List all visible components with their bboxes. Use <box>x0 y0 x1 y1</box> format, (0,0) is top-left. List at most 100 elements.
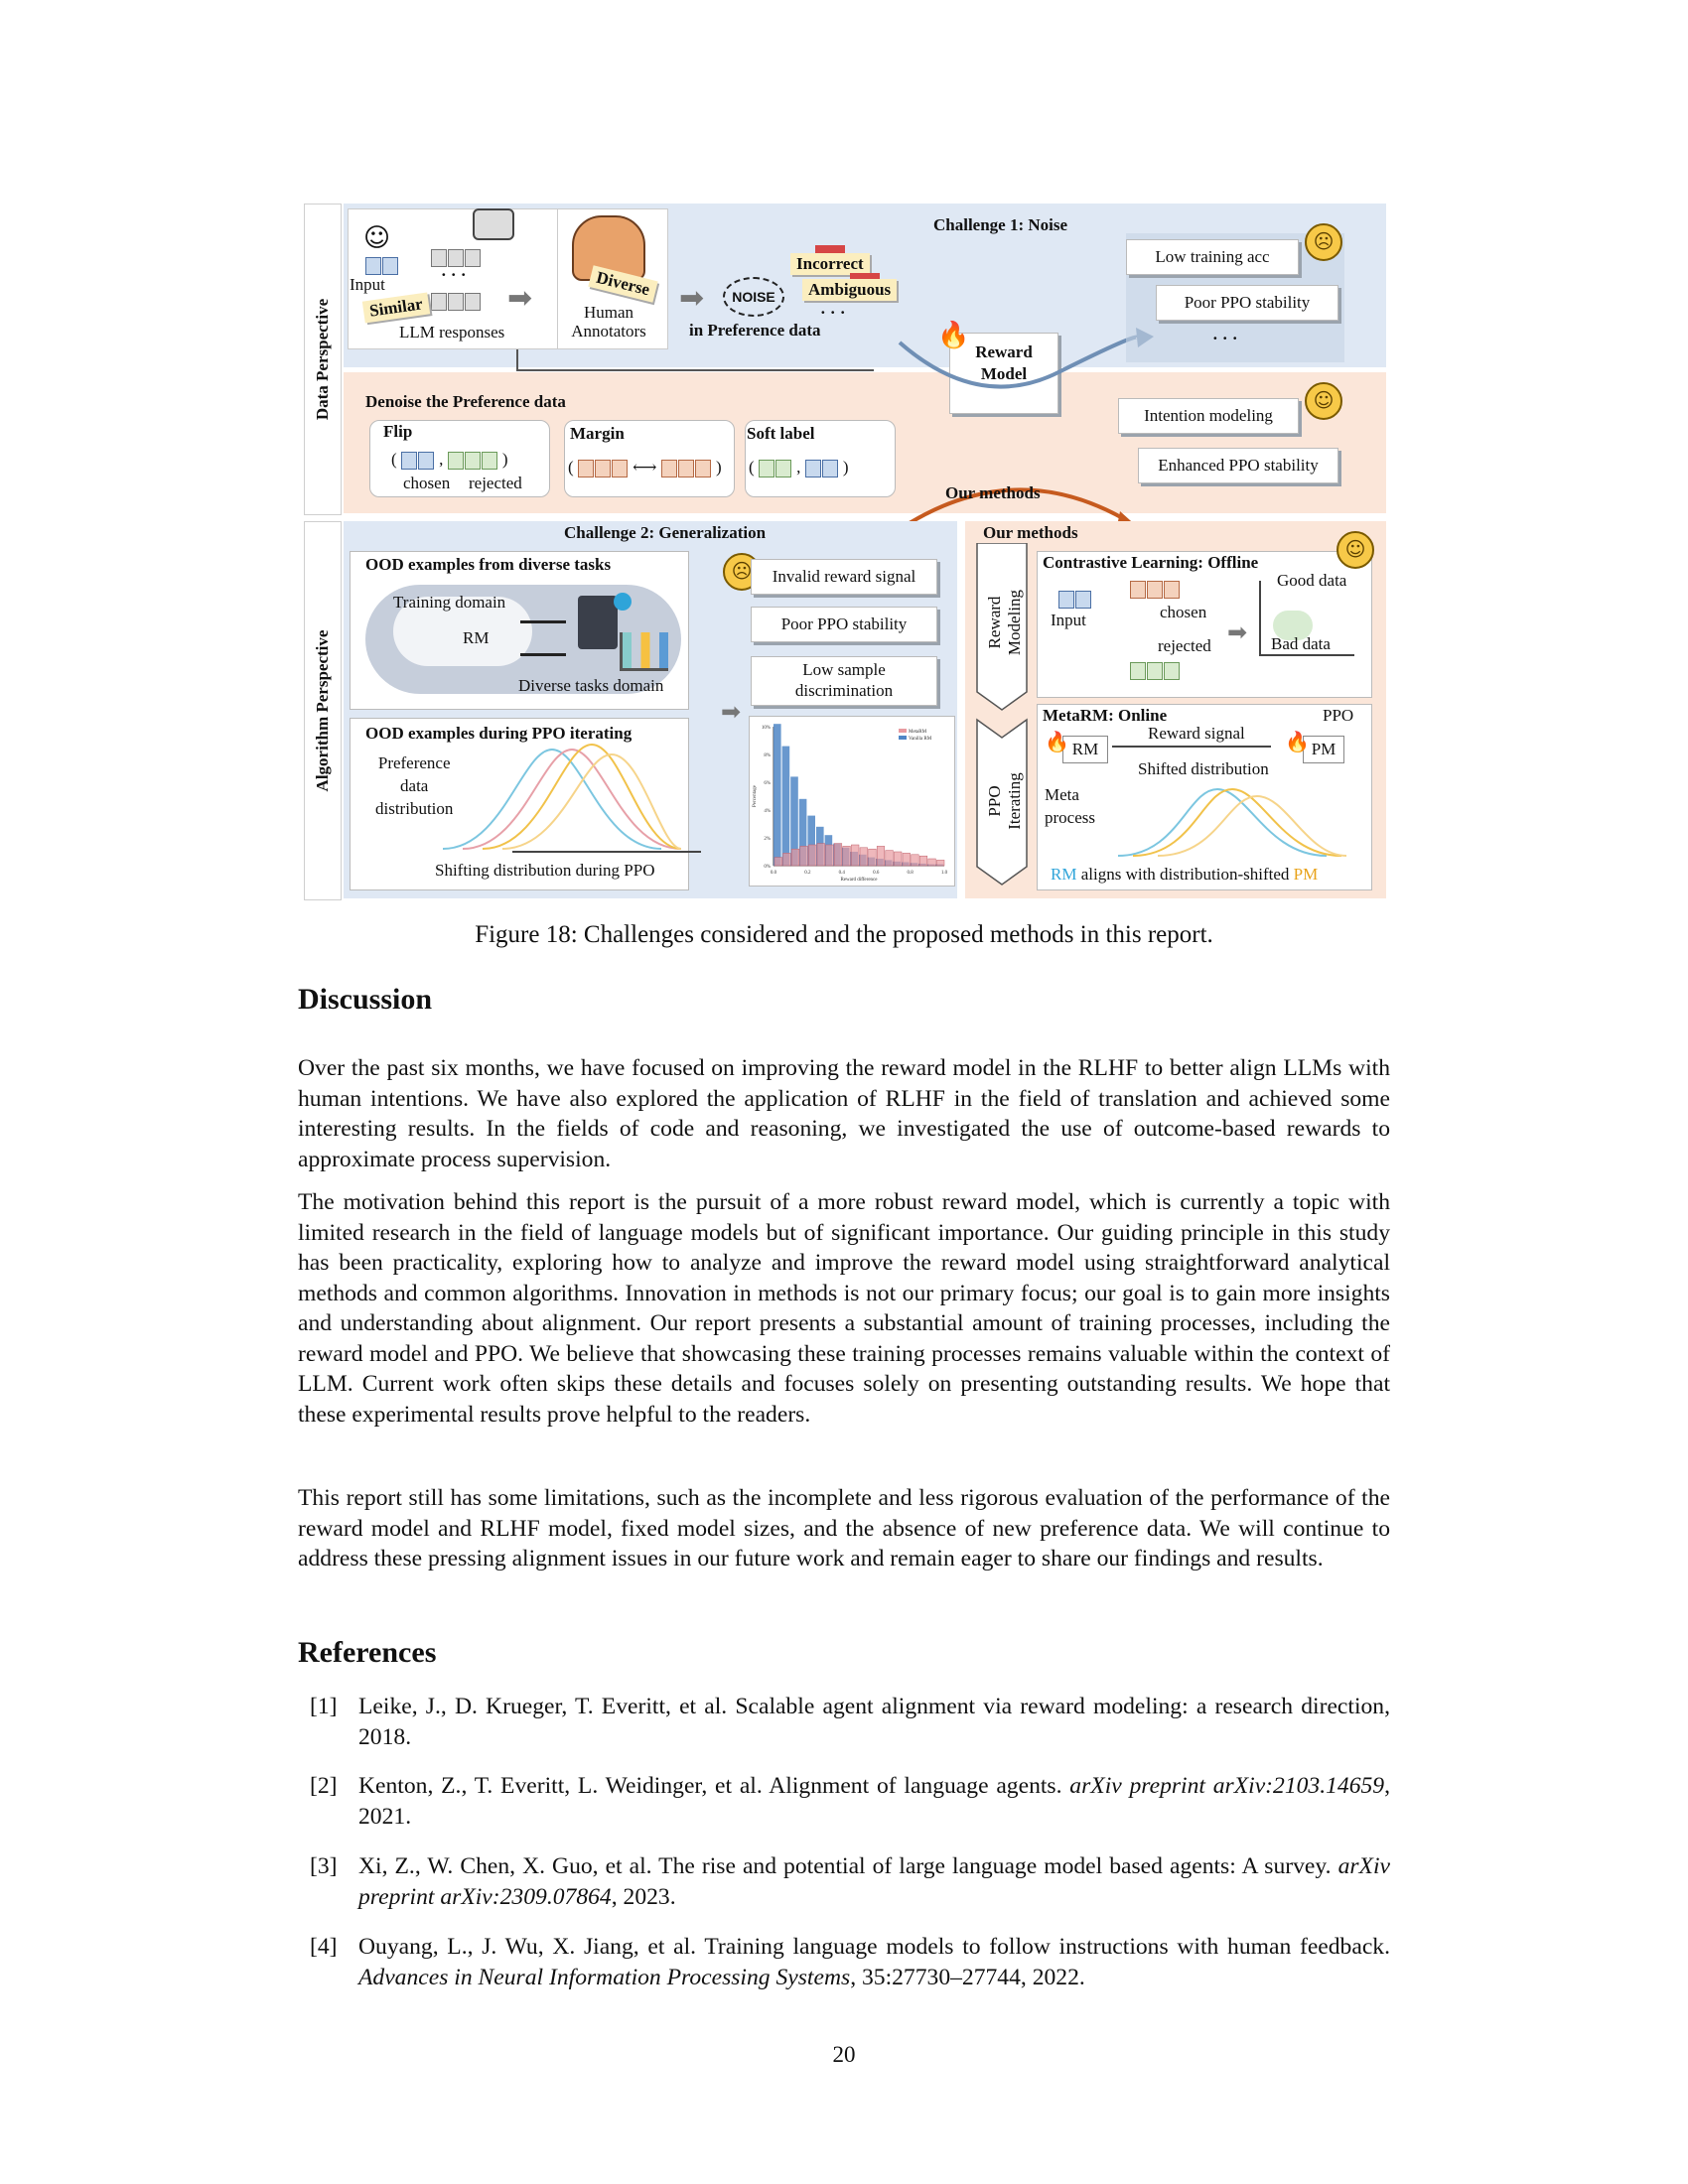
contrastive-title: Contrastive Learning: Offline <box>1043 553 1259 572</box>
hist-x-label: Reward difference <box>841 878 879 883</box>
shifted-distribution-label: Shifted distribution <box>1138 759 1269 778</box>
reward-signal-label: Reward signal <box>1148 724 1245 743</box>
denoise-connector-h <box>516 369 874 371</box>
hist-legend-label: Vanilla RM <box>909 737 932 742</box>
incorrect-bar <box>815 245 845 253</box>
rm-lines-icon <box>520 620 566 656</box>
flip-label: Flip <box>383 422 413 441</box>
data-perspective-band: Data Perspective <box>304 204 342 515</box>
arrow-right-icon: ➡ <box>679 281 705 316</box>
hist-y-tick: 2% <box>764 837 771 842</box>
input-label-2: Input <box>1051 611 1086 629</box>
reward-signal-arrow <box>1112 746 1271 748</box>
chosen-label-2: chosen <box>1160 603 1207 621</box>
meta-process-label: Meta process <box>1045 785 1095 827</box>
hist-bar <box>876 846 886 867</box>
rm-box: RM <box>1062 736 1108 763</box>
hist-bar <box>902 853 911 867</box>
hist-bar <box>807 815 815 866</box>
hist-bar <box>825 844 834 867</box>
preference-data-distribution-label: Preference data distribution <box>375 753 454 818</box>
discussion-paragraph-1: Over the past six months, we have focuse… <box>298 1055 1390 1172</box>
hist-bar <box>808 844 817 867</box>
check-icon <box>614 593 632 611</box>
challenge1-title: Challenge 1: Noise <box>933 215 1068 234</box>
hist-x-tick: 1.0 <box>941 871 948 876</box>
rm-label: RM <box>463 628 490 647</box>
shifting-distribution-curves <box>443 743 681 850</box>
denoise-connector <box>516 349 518 371</box>
arrow-right-icon: ➡ <box>1227 618 1248 646</box>
hist-bar <box>842 846 851 867</box>
reference-item: [3] Xi, Z., W. Chen, X. Guo, et al. The … <box>298 1851 1390 1912</box>
hist-y-tick: 10% <box>762 726 771 731</box>
discussion-paragraph-3: This report still has some limitations, … <box>298 1485 1390 1571</box>
figure-caption: Figure 18: Challenges considered and the… <box>475 921 1213 948</box>
reference-number: [4] <box>310 1934 338 1960</box>
aligns-caption: RM aligns with distribution-shifted PM <box>1051 865 1318 885</box>
reference-number: [1] <box>310 1694 338 1719</box>
fire-icon: 🔥 <box>1045 730 1069 753</box>
good-data-label: Good data <box>1277 571 1347 590</box>
ood-ppo-title: OOD examples during PPO iterating <box>365 724 633 743</box>
shift-arrow <box>512 851 701 853</box>
robot-icon <box>473 208 514 240</box>
code-icon <box>578 596 618 649</box>
invalid-reward-signal-card: Invalid reward signal <box>751 559 937 595</box>
input-label: Input <box>350 275 385 294</box>
fire-icon: 🔥 <box>1285 730 1310 753</box>
hist-y-tick: 0% <box>764 865 771 870</box>
discussion-paragraph-2: The motivation behind this report is the… <box>298 1189 1390 1428</box>
reference-text: Xi, Z., W. Chen, X. Guo, et al. The rise… <box>358 1853 1338 1879</box>
hist-bar <box>774 857 782 867</box>
margin-label: Margin <box>570 424 625 443</box>
hist-x-tick: 0.2 <box>804 871 811 876</box>
diverse-tasks-domain-label: Diverse tasks domain <box>518 676 664 695</box>
training-domain-ellipse <box>393 597 532 666</box>
hist-bar <box>885 850 894 867</box>
soft-label-title: Soft label <box>747 424 815 443</box>
reference-tail: , 35:27730–27744, 2022. <box>850 1964 1085 1990</box>
shifting-distribution-label: Shifting distribution during PPO <box>435 861 655 880</box>
hist-bar <box>927 858 936 867</box>
noise-ellipsis: · · · <box>820 303 846 322</box>
ambiguous-bar <box>850 273 880 281</box>
hist-bar <box>894 851 903 867</box>
reference-venue: Advances in Neural Information Processin… <box>358 1964 851 1990</box>
aligns-mid: aligns with distribution-shifted <box>1076 865 1294 884</box>
pm-box: PM <box>1303 736 1344 763</box>
hist-bar <box>851 844 860 867</box>
low-sample-discrimination-card: Low sample discrimination <box>751 656 937 706</box>
response-squares-2 <box>431 291 482 312</box>
input-squares <box>365 255 399 276</box>
contrastive-y-axis <box>1259 581 1261 654</box>
hist-bar <box>774 724 781 866</box>
reward-modeling-label: Reward Modeling <box>985 589 1024 656</box>
hist-bar <box>790 776 798 866</box>
ood-diverse-title: OOD examples from diverse tasks <box>365 555 612 574</box>
sad-face-icon: ☹ <box>1305 223 1342 261</box>
hist-x-tick: 0.6 <box>873 871 880 876</box>
hist-x-tick: 0.0 <box>771 871 777 876</box>
hist-legend-swatch <box>899 729 907 733</box>
hist-bar <box>781 746 790 866</box>
discussion-heading: Discussion <box>298 983 433 1016</box>
ambiguous-tag: Ambiguous <box>802 279 898 301</box>
input-squares-2 <box>1058 589 1092 610</box>
flip-rejected-label: rejected <box>469 474 522 492</box>
hist-y-tick: 8% <box>764 753 771 758</box>
intention-modeling-card: Intention modeling <box>1118 398 1299 434</box>
denoise-title: Denoise the Preference data <box>365 392 566 411</box>
hist-bar <box>918 855 928 867</box>
our-methods-label-2: Our methods <box>983 523 1078 542</box>
hist-bar <box>868 848 877 867</box>
hist-bar <box>782 853 791 867</box>
ppo-label: PPO <box>1323 706 1354 725</box>
hist-legend-label: MetaRM <box>909 730 927 735</box>
low-training-acc-card: Low training acc <box>1126 239 1299 275</box>
hist-bar <box>816 843 825 867</box>
user-icon: ☺ <box>363 223 391 253</box>
fire-icon: 🔥 <box>937 321 970 350</box>
references-heading: References <box>298 1636 437 1669</box>
rejected-squares <box>1130 660 1181 681</box>
